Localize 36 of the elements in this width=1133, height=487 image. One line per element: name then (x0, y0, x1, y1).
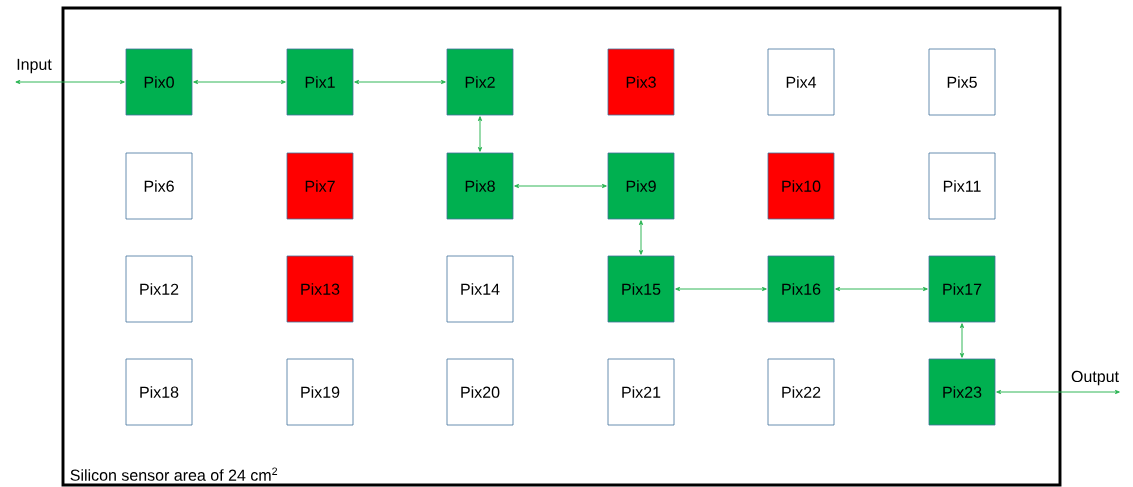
pixel-box: Pix8 (446, 152, 514, 220)
terminal-label: Input (17, 58, 52, 74)
pixel-box: Pix16 (767, 255, 835, 323)
pixel-box: Pix19 (286, 358, 354, 426)
pixel-box: Pix20 (446, 358, 514, 426)
pixel-box: Pix7 (286, 152, 354, 220)
arrow (193, 79, 286, 85)
pixel-box: Pix10 (767, 152, 835, 220)
pixel-box: Pix21 (607, 358, 675, 426)
pixel-box: Pix9 (607, 152, 675, 220)
pixel-box: Pix5 (928, 48, 996, 116)
arrow (477, 116, 483, 152)
arrow (959, 323, 965, 358)
pixel-box: Pix3 (607, 48, 675, 116)
pixel-box: Pix1 (286, 48, 354, 116)
terminal-label: Output (1071, 370, 1119, 386)
pixel-box: Pix22 (767, 358, 835, 426)
pixel-box: Pix6 (125, 152, 193, 220)
pixel-box: Pix17 (928, 255, 996, 323)
arrow (835, 286, 928, 292)
pixel-box: Pix18 (125, 358, 193, 426)
arrow (514, 183, 607, 189)
arrow (638, 220, 644, 255)
pixel-box: Pix2 (446, 48, 514, 116)
arrow (996, 389, 1120, 395)
pixel-box: Pix14 (446, 255, 514, 323)
arrow (675, 286, 767, 292)
arrow (15, 79, 125, 85)
pixel-box: Pix15 (607, 255, 675, 323)
pixel-box: Pix13 (286, 255, 354, 323)
arrow (354, 79, 446, 85)
pixel-box: Pix11 (928, 152, 996, 220)
pixel-box: Pix23 (928, 358, 996, 426)
pixel-box: Pix0 (125, 48, 193, 116)
pixel-box: Pix4 (767, 48, 835, 116)
pixel-box: Pix12 (125, 255, 193, 323)
